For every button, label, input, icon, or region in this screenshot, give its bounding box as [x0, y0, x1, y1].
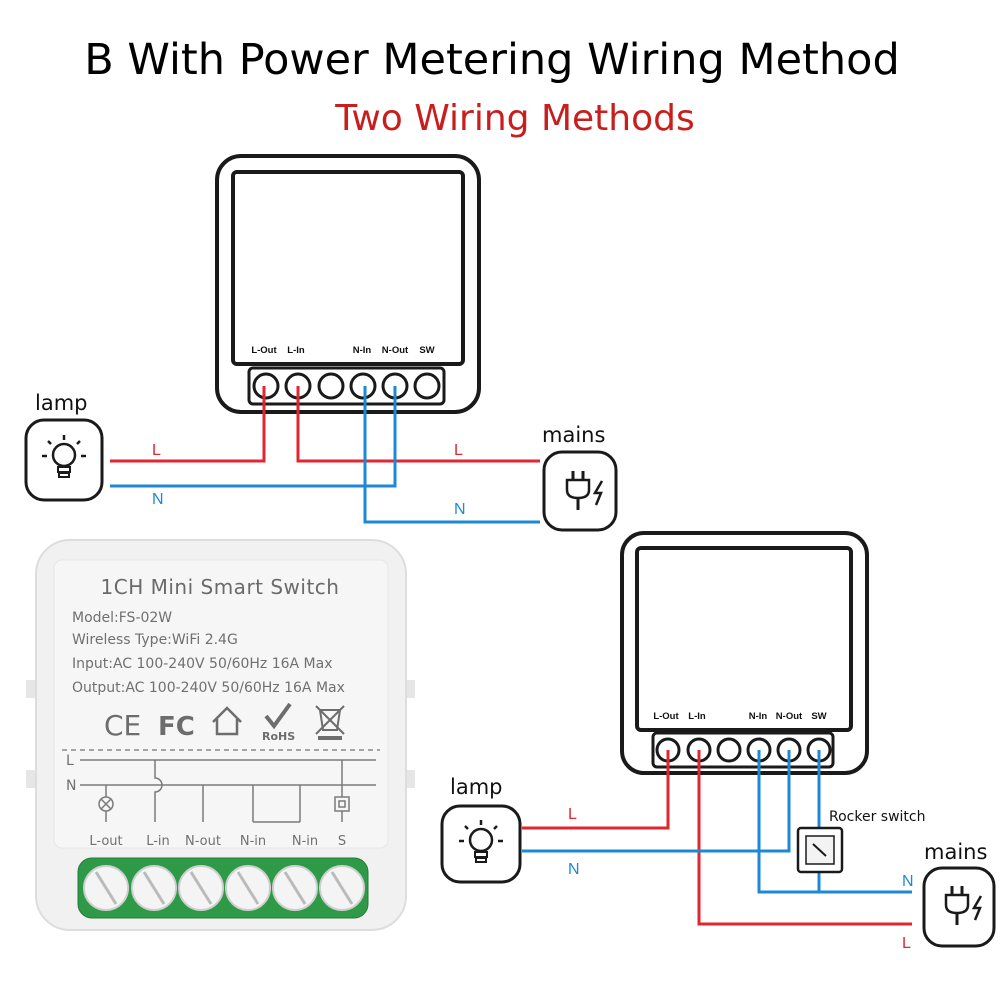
rocker-switch-icon	[796, 826, 844, 874]
bottom-terminal-label-sw: SW	[811, 711, 826, 722]
bottom-terminal-label-n-in: N-In	[749, 711, 768, 722]
product-terminal-n-in-b: N-in	[292, 834, 318, 849]
bottom-module-window	[635, 546, 853, 732]
top-terminal-label-l-in: L-In	[287, 345, 305, 356]
top-terminal-label-n-in: N-In	[353, 345, 372, 356]
product-terminal-l-out: L-out	[89, 834, 122, 849]
product-output: Output:AC 100-240V 50/60Hz 16A Max	[72, 680, 345, 696]
weee-bin-icon	[315, 705, 345, 740]
ce-mark: CE	[104, 709, 141, 742]
product-terminal-s: S	[338, 834, 346, 849]
bottom-wire-mains-neutral	[757, 750, 912, 894]
bottom-wire-label-mains-live: L	[902, 935, 911, 952]
product-terminal-n-out: N-out	[185, 834, 221, 849]
bottom-wire-lamp-live	[522, 750, 670, 830]
top-diagram: L-Out L-In N-In N-Out SW L N L N lamp ma…	[24, 154, 618, 532]
top-wire-label-mains-neutral: N	[454, 501, 466, 518]
top-terminal-hole	[349, 372, 377, 400]
bottom-wire-mains-live	[697, 750, 912, 926]
bottom-lamp-label: lamp	[450, 775, 503, 799]
schematic-drops	[98, 760, 350, 823]
top-wire-lamp-live	[110, 386, 266, 463]
bottom-wire-label-lamp-neutral: N	[568, 861, 580, 878]
power-plug-icon	[542, 450, 618, 532]
top-wire-lamp-neutral	[110, 386, 397, 488]
bottom-wire-label-lamp-live: L	[568, 806, 577, 823]
product-input: Input:AC 100-240V 50/60Hz 16A Max	[72, 656, 333, 672]
product-label-area	[53, 559, 389, 849]
product-screws	[83, 865, 365, 911]
page-subtitle: Two Wiring Methods	[334, 98, 694, 139]
power-plug-icon	[922, 866, 996, 948]
product-title: 1CH Mini Smart Switch	[101, 575, 340, 599]
top-terminal-label-sw: SW	[419, 345, 434, 356]
top-terminal-hole	[252, 372, 280, 400]
page-title: B With Power Metering Wiring Method	[84, 35, 900, 85]
bottom-wire-lamp-neutral	[522, 750, 791, 853]
bottom-terminal-label-l-in: L-In	[688, 711, 706, 722]
bottom-wire-label-mains-neutral: N	[902, 873, 914, 890]
top-terminal-hole	[317, 372, 345, 400]
schematic-line-l: L	[66, 753, 74, 769]
top-terminal-label-n-out: N-Out	[382, 345, 409, 356]
lightbulb-icon	[440, 804, 522, 884]
top-wire-mains-live	[296, 386, 540, 463]
rocker-switch-label: Rocker switch	[829, 809, 925, 825]
product-model: Model:FS-02W	[72, 610, 172, 626]
rohs-mark: RoHS	[262, 730, 295, 743]
fc-mark: FC	[158, 712, 195, 742]
top-wire-label-lamp-live: L	[152, 442, 161, 459]
product-photo: 1CH Mini Smart Switch Model:FS-02W Wirel…	[26, 539, 415, 931]
bottom-terminal-label-n-out: N-Out	[776, 711, 803, 722]
top-wire-label-lamp-neutral: N	[152, 491, 164, 508]
top-wire-label-mains-live: L	[454, 442, 463, 459]
product-terminal-l-in: L-in	[146, 834, 170, 849]
checkmark-icon	[264, 702, 292, 730]
top-terminal-hole	[413, 372, 441, 400]
schematic-line-n: N	[66, 778, 76, 794]
product-wireless: Wireless Type:WiFi 2.4G	[72, 632, 238, 648]
top-lamp-label: lamp	[35, 391, 88, 415]
lightbulb-icon	[24, 418, 104, 502]
bottom-mains-label: mains	[924, 840, 987, 864]
bottom-terminal-label-l-out: L-Out	[653, 711, 679, 722]
top-wire-mains-neutral	[363, 386, 540, 524]
product-terminal-n-in-a: N-in	[240, 834, 266, 849]
bottom-terminal-hole	[716, 737, 742, 763]
top-module-window	[231, 170, 465, 366]
top-terminal-label-l-out: L-Out	[251, 345, 277, 356]
bottom-diagram: L-Out L-In N-In N-Out SW L N N L Rocker …	[440, 531, 996, 952]
home-icon	[212, 706, 242, 736]
top-mains-label: mains	[542, 423, 605, 447]
